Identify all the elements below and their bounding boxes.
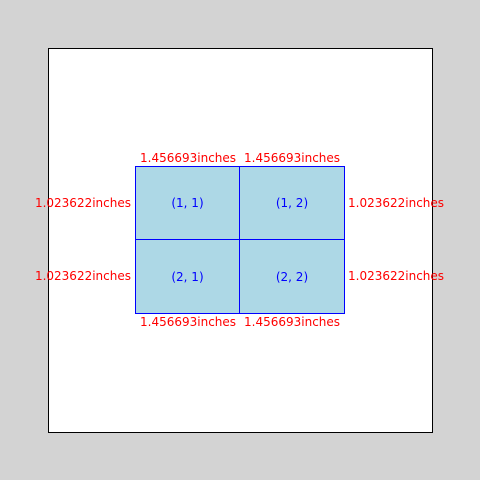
cell-label: (1, 1) (171, 196, 204, 210)
grid-cell-1-1: (1, 1) (135, 166, 240, 240)
right-height-label-row-2: 1.023622inches (348, 269, 445, 283)
bottom-width-label-col-1: 1.456693inches (140, 315, 237, 329)
top-width-label-col-2: 1.456693inches (244, 151, 341, 165)
right-height-label-row-1: 1.023622inches (348, 196, 445, 210)
cell-label: (2, 1) (171, 269, 204, 284)
bottom-width-label-col-2: 1.456693inches (244, 315, 341, 329)
grid-cell-1-2: (1, 2) (239, 166, 345, 240)
cell-label: (2, 2) (275, 269, 309, 284)
left-height-label-row-1: 1.023622inches (34, 196, 131, 210)
top-width-label-col-1: 1.456693inches (140, 151, 237, 165)
grid-cell-2-2: (2, 2) (239, 239, 345, 314)
grid-cell-2-1: (2, 1) (135, 239, 240, 314)
left-height-label-row-2: 1.023622inches (34, 269, 131, 283)
cell-label: (1, 2) (275, 196, 309, 210)
